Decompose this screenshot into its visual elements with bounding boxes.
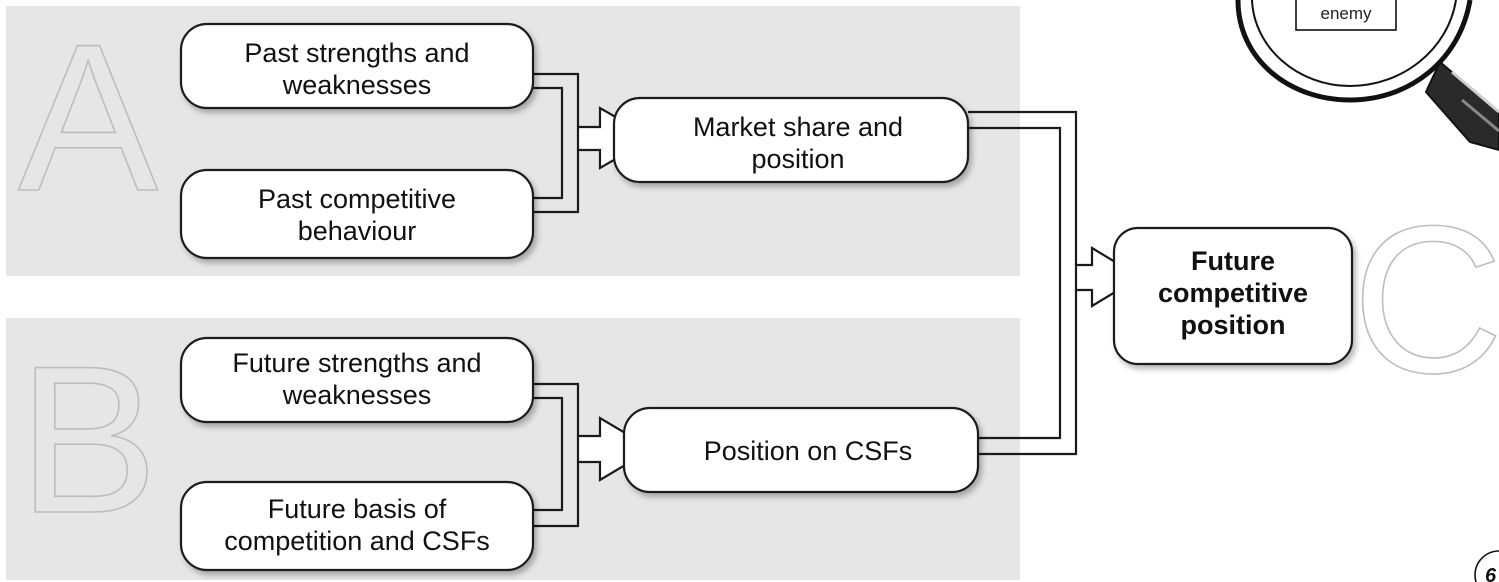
svg-text:Future: Future <box>1191 246 1275 276</box>
box-past-strengths: Past strengths and weaknesses <box>179 22 535 110</box>
svg-text:competition and CSFs: competition and CSFs <box>224 526 490 556</box>
box-past-strengths-line2: weaknesses <box>282 70 432 100</box>
svg-text:Future strengths and: Future strengths and <box>232 348 481 378</box>
box-future-position-line1: Future <box>1191 246 1275 276</box>
svg-text:Past competitive: Past competitive <box>258 184 456 214</box>
connector-lines <box>533 72 1078 528</box>
box-past-behaviour: Past competitive behaviour <box>179 168 535 260</box>
svg-text:Future basis of: Future basis of <box>268 494 447 524</box>
box-future-basis-line1: Future basis of <box>268 494 447 524</box>
box-position-csfs: Position on CSFs <box>622 406 980 494</box>
box-past-strengths-line1: Past strengths and <box>244 38 469 68</box>
svg-text:competitive: competitive <box>1158 278 1308 308</box>
box-market-share: Market share and position <box>612 96 970 184</box>
box-past-behaviour-line2: behaviour <box>298 216 417 246</box>
magnifier-handle <box>1424 60 1499 152</box>
svg-text:Market share and: Market share and <box>693 112 903 142</box>
box-future-strengths: Future strengths and weaknesses <box>179 336 535 424</box>
svg-text:Past strengths and: Past strengths and <box>244 38 469 68</box>
svg-text:position: position <box>751 144 844 174</box>
page-number: 6 <box>1485 565 1497 582</box>
box-future-basis-line2: competition and CSFs <box>224 526 490 556</box>
magnifier-label-box <box>1295 0 1397 31</box>
box-future-strengths-line2: weaknesses <box>282 380 432 410</box>
box-past-behaviour-line1: Past competitive <box>258 184 456 214</box>
box-market-share-line1: Market share and <box>693 112 903 142</box>
svg-text:position: position <box>1181 310 1286 340</box>
svg-text:weaknesses: weaknesses <box>282 380 432 410</box>
svg-text:behaviour: behaviour <box>298 216 417 246</box>
magnifier-label: enemy <box>1320 4 1372 23</box>
panel-a-letter: A <box>18 0 158 235</box>
panel-b-letter: B <box>18 322 158 557</box>
panel-c-letter: C <box>1352 182 1499 417</box>
magnifier-icon: enemy <box>1235 0 1499 152</box>
box-position-csfs-line1: Position on CSFs <box>704 436 913 466</box>
box-future-strengths-line1: Future strengths and <box>232 348 481 378</box>
box-future-position-line3: position <box>1181 310 1286 340</box>
box-market-share-line2: position <box>751 144 844 174</box>
page-number-badge: 6 <box>1474 550 1499 582</box>
box-future-position-line2: competitive <box>1158 278 1308 308</box>
box-future-position: Future competitive position <box>1112 226 1354 366</box>
svg-text:Position on CSFs: Position on CSFs <box>704 436 913 466</box>
svg-text:weaknesses: weaknesses <box>282 70 432 100</box>
box-future-basis: Future basis of competition and CSFs <box>179 480 535 572</box>
